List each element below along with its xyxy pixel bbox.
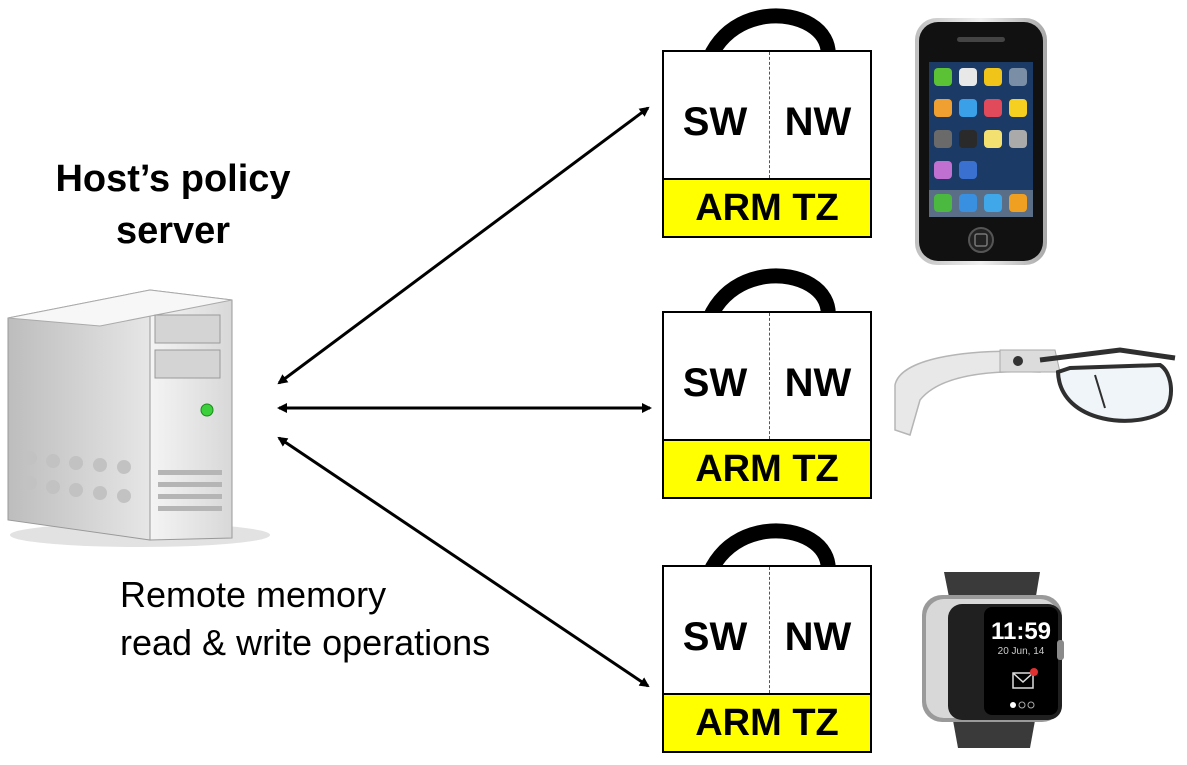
trustzone-box-3: SW NW ARM TZ bbox=[662, 565, 872, 753]
normal-world-label-1: NW bbox=[784, 100, 852, 144]
server-title-line2: server bbox=[115, 210, 231, 252]
world-divider-3 bbox=[769, 567, 770, 693]
secure-world-label-1: SW bbox=[682, 100, 748, 144]
normal-world-label-3: NW bbox=[784, 615, 852, 659]
arrow-server-watch bbox=[277, 436, 650, 688]
trustzone-box-2: SW NW ARM TZ bbox=[662, 311, 872, 499]
arm-tz-label-2: ARM TZ bbox=[662, 439, 872, 499]
world-panel-3 bbox=[662, 565, 872, 695]
server-title-line1: Host’s policy bbox=[55, 158, 291, 200]
world-divider-2 bbox=[769, 313, 770, 439]
normal-world-label-2: NW bbox=[784, 361, 852, 405]
arrow-server-phone bbox=[277, 106, 650, 385]
arm-tz-label-3: ARM TZ bbox=[662, 693, 872, 753]
smart-glasses-icon bbox=[894, 347, 1176, 436]
secure-world-label-3: SW bbox=[682, 615, 748, 659]
world-divider-1 bbox=[769, 52, 770, 178]
watch-time: 11:59 bbox=[991, 618, 1051, 645]
smartwatch-icon: 11:59 20 Jun, 14 bbox=[922, 572, 1064, 748]
smartphone-icon bbox=[915, 18, 1047, 265]
watch-mail-icon bbox=[1012, 672, 1034, 689]
watch-date: 20 Jun, 14 bbox=[998, 646, 1045, 657]
arm-tz-label-1: ARM TZ bbox=[662, 178, 872, 238]
server-icon bbox=[7, 289, 270, 547]
secure-world-label-2: SW bbox=[682, 361, 748, 405]
trustzone-box-1: SW NW ARM TZ bbox=[662, 50, 872, 238]
